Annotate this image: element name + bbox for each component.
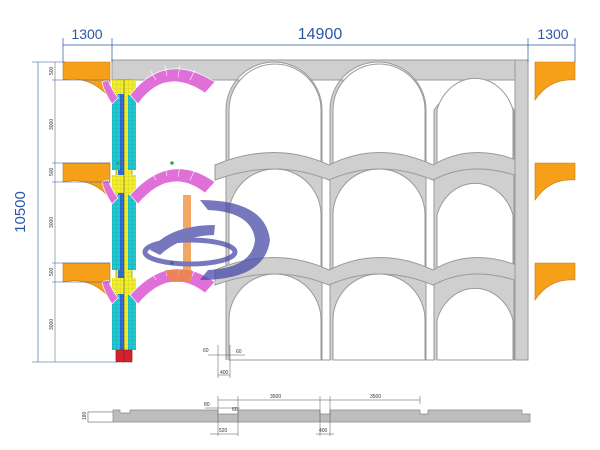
voussoir-1 xyxy=(129,68,216,105)
spandrel-right-1 xyxy=(534,61,576,101)
arch-opening-r3c3 xyxy=(436,287,514,361)
arch-opening-r3c1 xyxy=(228,273,322,361)
voussoir-arches xyxy=(101,68,216,305)
spandrel-right-3 xyxy=(534,262,576,301)
spandrel-left-2 xyxy=(62,162,111,199)
section-dim-520: 520 xyxy=(219,428,228,434)
voussoir-3 xyxy=(129,268,216,305)
voussoir-left-2 xyxy=(101,179,119,205)
jd-logo-icon xyxy=(142,195,270,282)
section-dim-3500-a: 3500 xyxy=(270,394,281,400)
voussoir-2 xyxy=(129,168,216,205)
arch-opening-r2c2 xyxy=(332,168,426,271)
dim-3000-a: 3000 xyxy=(49,119,55,130)
dim-total-height: 10500 xyxy=(12,191,29,233)
arch-openings xyxy=(228,63,514,361)
spandrel-right-2 xyxy=(534,162,576,201)
arch-opening-r1c3 xyxy=(436,77,514,166)
arch-opening-r1c2 xyxy=(332,63,426,166)
arch-opening-r1c1 xyxy=(228,63,322,166)
dim-detail-b: 60 xyxy=(236,349,242,355)
dim-detail-a: 60 xyxy=(203,348,209,354)
spandrel-left-3 xyxy=(62,262,111,299)
dim-detail-400: 400 xyxy=(220,370,229,376)
dim-500-b: 500 xyxy=(49,167,55,176)
voussoir-left-3 xyxy=(101,279,119,305)
section-dim-3500-b: 3500 xyxy=(370,394,381,400)
top-dimensions xyxy=(62,38,576,62)
section-dim-60: 60 xyxy=(232,407,238,413)
dim-3000-b: 3000 xyxy=(49,217,55,228)
dim-500-c: 500 xyxy=(49,267,55,276)
dim-top-center: 14900 xyxy=(298,26,343,43)
arch-opening-r2c3 xyxy=(436,182,514,271)
left-dimensions xyxy=(32,61,118,363)
dim-top-left: 1300 xyxy=(71,26,102,42)
section-dim-400: 400 xyxy=(319,428,328,434)
section-view: 3500 3500 80 60 520 400 180 xyxy=(82,394,531,436)
section-dim-left: 180 xyxy=(82,411,88,420)
voussoir-left-1 xyxy=(101,79,119,105)
section-dim-80: 80 xyxy=(204,402,210,408)
dim-top-right: 1300 xyxy=(537,26,568,42)
dim-3000-c: 3000 xyxy=(49,319,55,330)
dim-500-a: 500 xyxy=(49,66,55,75)
detailed-pier xyxy=(112,79,136,363)
arch-opening-r3c2 xyxy=(332,273,426,361)
section-profile xyxy=(87,409,531,423)
pier-detail-dimension xyxy=(208,345,245,378)
right-pier xyxy=(514,59,529,361)
arch-opening-r2c1 xyxy=(228,168,322,271)
